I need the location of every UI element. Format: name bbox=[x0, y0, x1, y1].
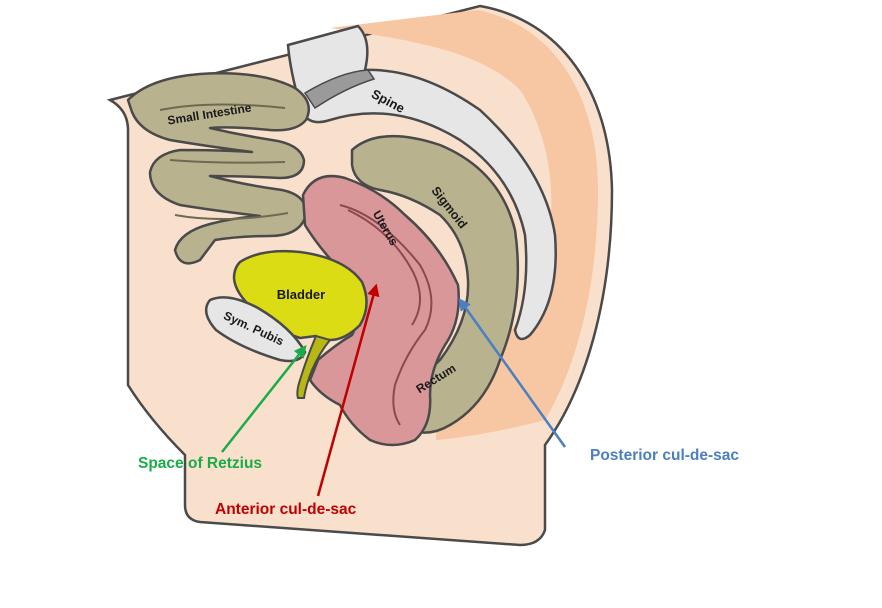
uterine-cavity bbox=[339, 204, 433, 426]
bladder-label: Bladder bbox=[277, 287, 325, 302]
posterior-cul-de-sac-arrow bbox=[458, 297, 567, 448]
anterior-cul-de-sac-arrow bbox=[316, 283, 380, 497]
space-of-retzius-arrow bbox=[221, 345, 307, 453]
posterior-cul-de-sac-label: Posterior cul-de-sac bbox=[590, 447, 739, 464]
small-intestine-folds bbox=[159, 103, 289, 221]
vertebral-disc bbox=[303, 69, 376, 110]
spine bbox=[286, 24, 557, 341]
space-of-retzius-label: Space of Retzius bbox=[138, 455, 262, 472]
anterior-cul-de-sac-label: Anterior cul-de-sac bbox=[215, 501, 357, 518]
urethra bbox=[296, 334, 332, 399]
uterus bbox=[301, 174, 460, 447]
